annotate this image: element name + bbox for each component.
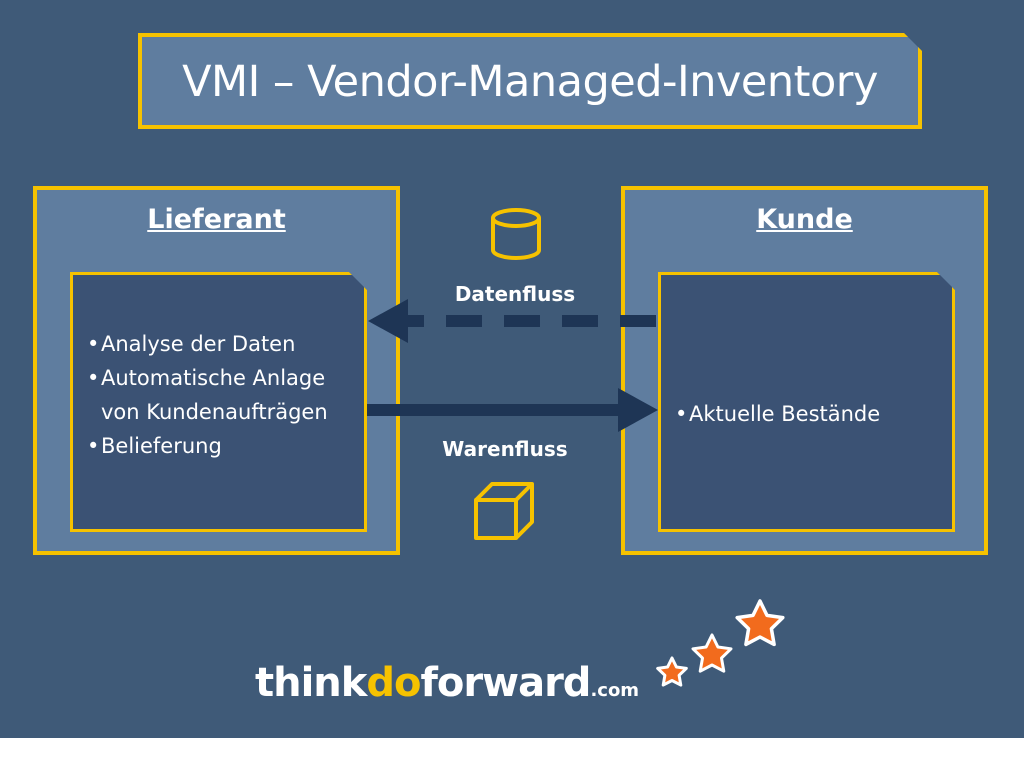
supplier-bullet-list: Analyse der Daten Automatische Anlage vo… bbox=[85, 327, 358, 463]
supplier-bullet: Analyse der Daten bbox=[85, 327, 358, 361]
supplier-heading: Lieferant bbox=[147, 204, 286, 235]
supplier-bullet: Belieferung bbox=[85, 429, 358, 463]
customer-bullet-list: Aktuelle Bestände bbox=[673, 397, 946, 431]
flow-arrows bbox=[367, 299, 658, 432]
customer-panel: Kunde Aktuelle Bestände bbox=[621, 186, 988, 555]
slide: VMI – Vendor-Managed-Inventory Lieferant… bbox=[0, 0, 1024, 738]
logo-suffix: .com bbox=[590, 680, 640, 701]
title-box: VMI – Vendor-Managed-Inventory bbox=[138, 33, 922, 129]
logo-forward: forward bbox=[420, 660, 592, 706]
customer-box: Aktuelle Bestände bbox=[658, 272, 955, 532]
box-icon bbox=[474, 482, 534, 540]
supplier-bullet: Automatische Anlage von Kundenaufträgen bbox=[85, 361, 358, 429]
customer-bullet: Aktuelle Bestände bbox=[673, 397, 946, 431]
supplier-box: Analyse der Daten Automatische Anlage vo… bbox=[70, 272, 367, 532]
star-medium-icon bbox=[691, 633, 733, 673]
goods-flow-arrow bbox=[367, 388, 658, 432]
customer-heading: Kunde bbox=[756, 204, 853, 235]
brand-logo: thinkdoforward.com bbox=[255, 660, 639, 706]
supplier-panel: Lieferant Analyse der Daten Automatische… bbox=[33, 186, 400, 555]
data-flow-arrow bbox=[368, 299, 656, 343]
logo-think: think bbox=[255, 660, 367, 706]
star-small-icon bbox=[656, 656, 688, 687]
stars-icon bbox=[656, 599, 785, 687]
page-title: VMI – Vendor-Managed-Inventory bbox=[182, 57, 878, 107]
star-large-icon bbox=[735, 599, 785, 647]
database-icon bbox=[491, 208, 541, 260]
logo-do: do bbox=[366, 660, 421, 706]
data-flow-label: Datenfluss bbox=[454, 282, 576, 306]
goods-flow-label: Warenfluss bbox=[442, 437, 568, 461]
